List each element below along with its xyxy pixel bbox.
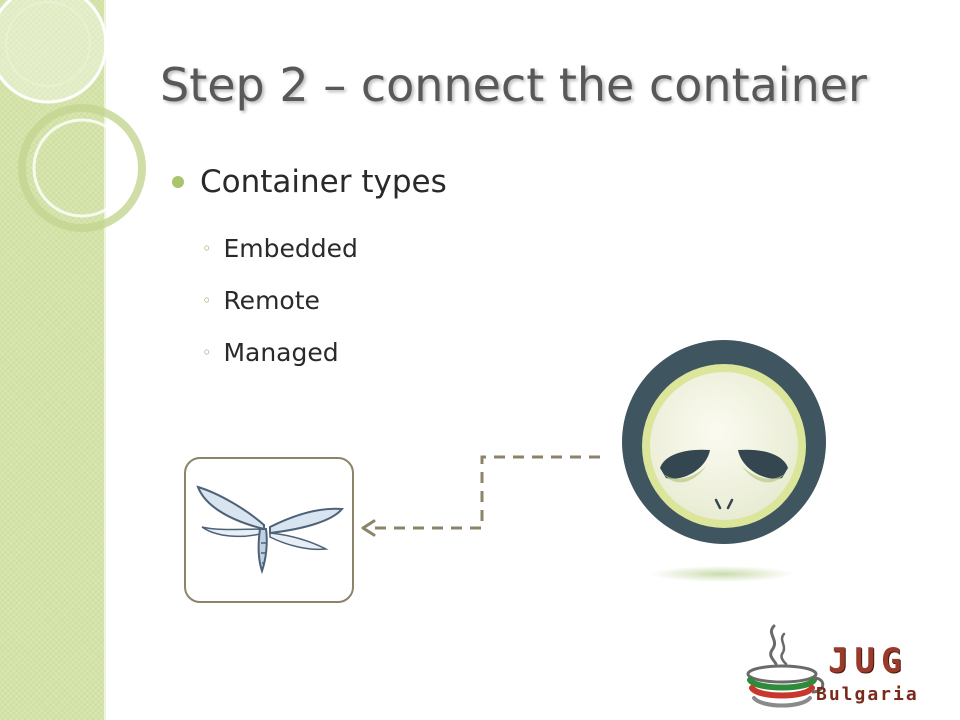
list-item-managed: ◦ Managed [202,326,358,378]
list-item-embedded: ◦ Embedded [202,222,358,274]
ring-bullet-icon: ◦ [202,238,212,258]
java-cup-icon [746,624,825,708]
slide-title: Step 2 – connect the container [160,58,867,112]
ring-bullet-icon: ◦ [202,342,212,362]
list-item-text: Embedded [223,233,358,263]
dot-bullet-icon [172,176,184,188]
arquillian-alien-icon [622,340,826,582]
bullet-container-types: Container types [172,164,447,200]
logo-bulgaria-text: Bulgaria [816,684,919,705]
container-box [184,457,354,603]
wildfly-icon [196,485,345,575]
container-types-list: ◦ Embedded ◦ Remote ◦ Managed [202,222,358,378]
ring-bullet-icon: ◦ [202,290,212,310]
bullet-text: Container types [200,164,447,200]
decorative-circles [0,0,146,232]
list-item-text: Managed [223,337,339,367]
logo-jug-text: JUG [828,641,908,681]
list-item-text: Remote [223,285,320,315]
list-item-remote: ◦ Remote [202,274,358,326]
